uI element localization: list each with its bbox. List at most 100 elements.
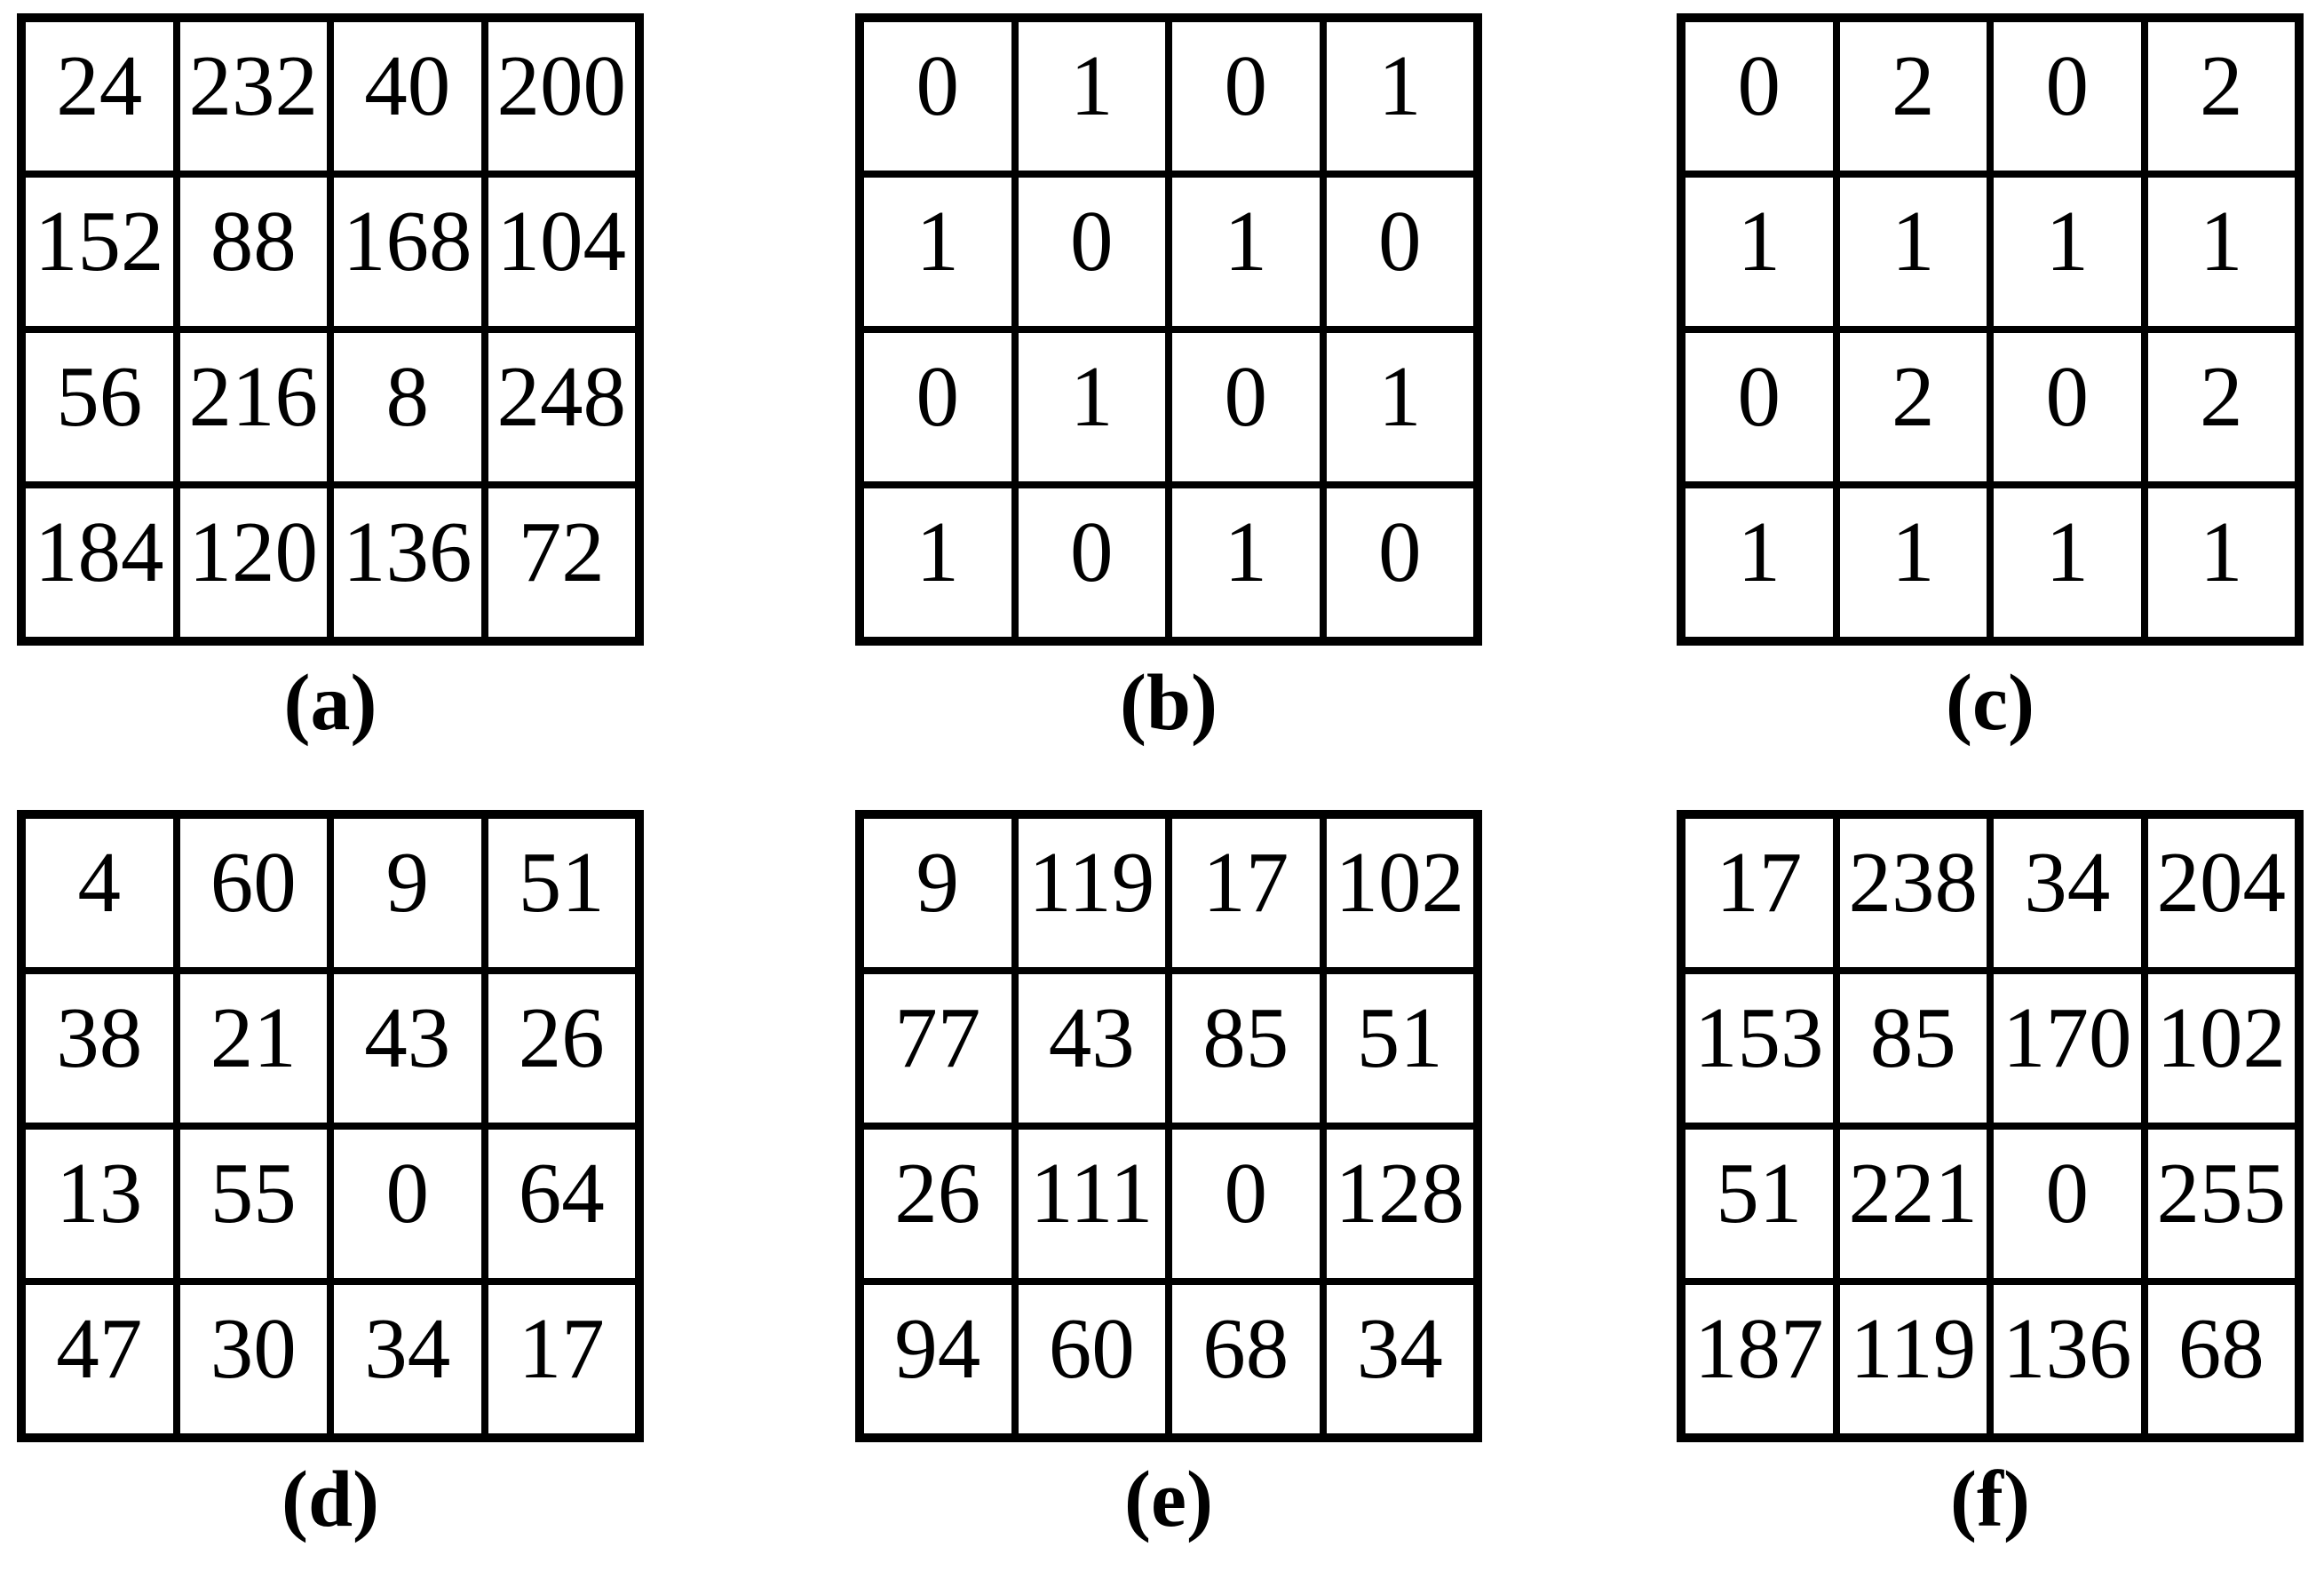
matrix-cell: 60 [179,819,327,967]
matrix-cell: 0 [334,1130,481,1278]
matrix-cell: 1 [2147,488,2295,637]
matrix-cell: 168 [334,178,481,326]
matrix-cell: 43 [1018,974,1165,1123]
matrix-cell: 17 [1172,819,1320,967]
matrix-cell: 0 [1685,22,1833,171]
matrix-cell: 221 [1839,1130,1987,1278]
matrix-cell: 68 [2147,1285,2295,1433]
matrix-cell: 40 [334,22,481,171]
matrix-cell: 51 [1685,1130,1833,1278]
panel-label-e: (e) [1124,1456,1213,1543]
panel-label-a: (a) [283,659,377,747]
panel-label-c: (c) [1946,659,2034,747]
matrix-cell: 187 [1685,1285,1833,1433]
matrix-cell: 4 [26,819,173,967]
matrix-cell: 85 [1839,974,1987,1123]
matrix-cell: 152 [26,178,173,326]
matrix-cell: 216 [179,333,327,481]
matrix-cell: 200 [488,22,635,171]
matrix-cell: 0 [864,333,1011,481]
matrix-cell: 1 [1172,488,1320,637]
matrix-cell: 24 [26,22,173,171]
matrix-cell: 8 [334,333,481,481]
matrix-cell: 38 [26,974,173,1123]
matrix-cell: 1 [1685,178,1833,326]
matrix-cell: 1 [1839,488,1987,637]
matrix-cell: 68 [1172,1285,1320,1433]
matrix-cell: 30 [179,1285,327,1433]
matrix-cell: 2 [2147,22,2295,171]
matrix-cell: 0 [1018,488,1165,637]
matrix-cell: 184 [26,488,173,637]
matrix-cell: 1 [1326,22,1473,171]
matrix-cell: 2 [1839,22,1987,171]
matrix-cell: 1 [1172,178,1320,326]
matrix-cell: 17 [488,1285,635,1433]
matrix-cell: 1 [1018,333,1165,481]
matrix-cell: 128 [1326,1130,1473,1278]
panel-label-d: (d) [282,1456,379,1543]
matrix-cell: 1 [1994,178,2141,326]
matrix-cell: 1 [1994,488,2141,637]
matrix-cell: 0 [1326,178,1473,326]
matrix-cell: 119 [1839,1285,1987,1433]
matrix-cell: 0 [1994,1130,2141,1278]
matrix-cell: 0 [1172,1130,1320,1278]
matrix-cell: 153 [1685,974,1833,1123]
matrix-cell: 104 [488,178,635,326]
matrix-cell: 0 [1172,333,1320,481]
matrix-cell: 0 [1994,22,2141,171]
matrix-cell: 255 [2147,1130,2295,1278]
panel-label-f: (f) [1950,1456,2030,1543]
matrix-cell: 232 [179,22,327,171]
matrix-cell: 120 [179,488,327,637]
matrix-cell: 26 [864,1130,1011,1278]
matrix-cell: 1 [1326,333,1473,481]
matrix-cell: 9 [334,819,481,967]
matrix-cell: 94 [864,1285,1011,1433]
matrix-cell: 17 [1685,819,1833,967]
matrix-cell: 0 [1326,488,1473,637]
matrix-cell: 0 [1172,22,1320,171]
matrix-cell: 77 [864,974,1011,1123]
matrix-cell: 34 [334,1285,481,1433]
matrix-cell: 111 [1018,1130,1165,1278]
matrix-cell: 34 [1326,1285,1473,1433]
matrix-cell: 238 [1839,819,1987,967]
matrix-cell: 248 [488,333,635,481]
matrix-cell: 0 [1994,333,2141,481]
matrix-cell: 0 [864,22,1011,171]
matrix-cell: 60 [1018,1285,1165,1433]
matrix-cell: 1 [864,488,1011,637]
matrix-cell: 26 [488,974,635,1123]
matrix-cell: 55 [179,1130,327,1278]
matrix-cell: 51 [1326,974,1473,1123]
matrix-cell: 102 [1326,819,1473,967]
matrix-cell: 43 [334,974,481,1123]
matrix-cell: 1 [1018,22,1165,171]
matrix-cell: 64 [488,1130,635,1278]
matrix-cell: 0 [1018,178,1165,326]
matrix-cell: 34 [1994,819,2141,967]
matrix-cell: 13 [26,1130,173,1278]
matrix-cell: 21 [179,974,327,1123]
matrix-cell: 1 [1685,488,1833,637]
matrix-cell: 136 [334,488,481,637]
matrix-cell: 9 [864,819,1011,967]
panel-label-b: (b) [1120,659,1218,747]
matrix-cell: 2 [2147,333,2295,481]
matrix-cell: 51 [488,819,635,967]
matrix-cell: 170 [1994,974,2141,1123]
matrix-cell: 47 [26,1285,173,1433]
